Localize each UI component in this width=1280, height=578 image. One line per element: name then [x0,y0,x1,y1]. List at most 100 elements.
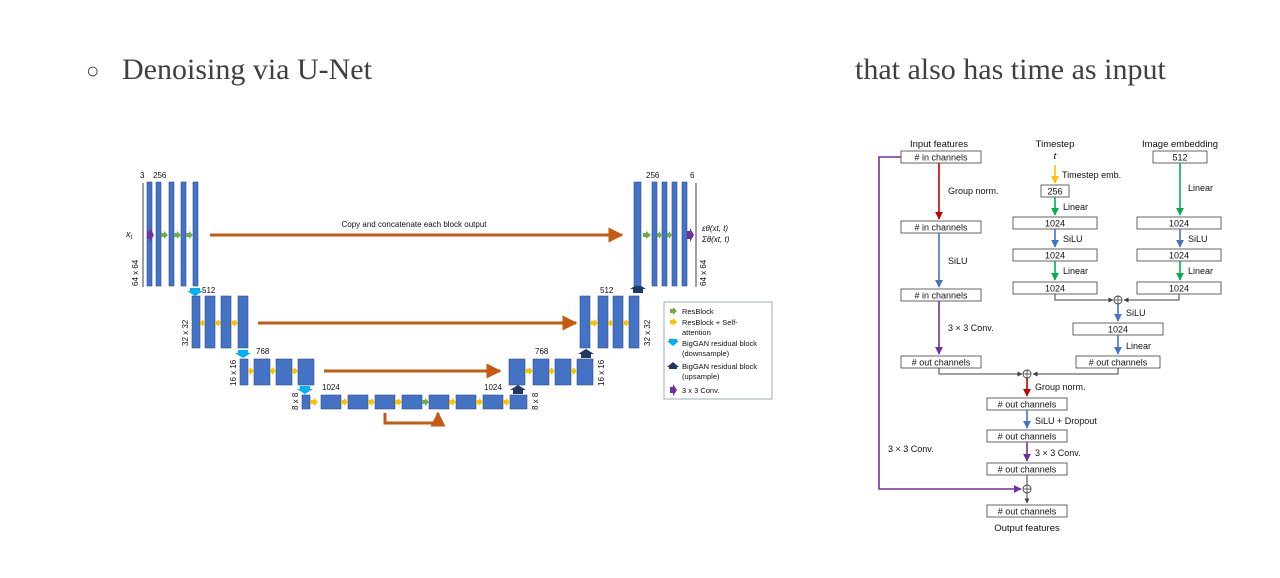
timestep-emb-label: Timestep emb. [1062,170,1121,180]
resblock-arrow-icon [667,231,672,239]
res-64-left-label: 64 x 64 [131,259,140,286]
bottleneck-block [401,394,423,410]
bottleneck-block [509,394,528,410]
encoder-block [237,295,249,349]
emb-1024-text: 1024 [1045,219,1065,229]
decoder-block [532,358,550,386]
upsample-legend-icon [667,362,679,369]
upsample-arrow-icon [630,284,646,293]
out-channels-text: # out channels [998,432,1057,442]
bottleneck-block [320,394,342,410]
resblock-arrow-icon [422,398,429,406]
attention-arrow-icon [248,367,254,375]
merge-connector [938,368,1023,377]
res-32-left-label: 32 x 32 [181,319,190,346]
merge-connector [1123,294,1180,303]
decoder-block [612,295,624,349]
resblock-arrow-icon [643,231,651,239]
attention-arrow-icon [525,367,533,375]
bottleneck-block [428,394,450,410]
attention-arrow-icon [310,398,318,406]
res-64-right-label: 64 x 64 [699,259,708,286]
ch-512-left-label: 512 [202,286,216,295]
linear-label: Linear [1063,266,1088,276]
upsample-arrow-icon [510,385,526,394]
emb-512-text: 512 [1172,153,1187,163]
decoder-block [579,295,591,349]
encoder-block [220,295,232,349]
res-16-left-label: 16 x 16 [229,359,238,386]
slide-subtitle: that also has time as input [855,53,1166,86]
attention-arrow-icon [200,319,205,327]
image-embedding-label: Image embedding [1142,139,1218,150]
conv-label: 3 × 3 Conv. [948,323,994,333]
bottleneck-block [455,394,477,410]
bullet-marker: ○ [86,58,100,83]
attention-legend-icon [670,318,677,326]
merge-connector [1054,294,1114,303]
bottleneck-block [301,394,311,410]
output-width-label: 256 [646,171,660,180]
out-channels-box [986,504,1068,518]
encoder-block [168,181,175,287]
encoder-block [275,358,293,386]
emb-1024-text: 1024 [1169,251,1189,261]
timestep-variable: t [1054,151,1057,162]
conv-arrow-icon [687,228,694,242]
emb-1024-box [1136,216,1222,230]
res-8-left-label: 8 x 8 [291,392,300,410]
bottleneck-arrow [383,411,446,427]
encoder-block [204,295,216,349]
linear-label: Linear [1126,341,1151,351]
input-symbol: xt [125,229,133,241]
legend-box [663,301,773,400]
resblock-arrow-icon [657,231,662,239]
decoder-block [628,295,640,349]
decoder-block [554,358,572,386]
linear-label: Linear [1188,266,1213,276]
input-features-label: Input features [910,139,968,150]
conv-legend-icon [670,384,677,396]
unet-diagram: Copy and concatenate each block output 3… [125,171,773,427]
skip-caption: Copy and concatenate each block output [342,220,488,229]
emb-1024-text: 1024 [1169,284,1189,294]
encoder-block [191,295,201,349]
downsample-legend-icon [667,339,679,346]
decoder-block [633,181,642,287]
out-channels-box [900,355,982,369]
downsample-arrow-icon [235,350,251,358]
group-norm-label: Group norm. [948,186,999,196]
attention-arrow-icon [476,398,483,406]
output-sigma-label: Σθ(xt, t) [701,235,730,244]
silu-label: SiLU [1126,308,1146,318]
ch-768-left-label: 768 [256,347,270,356]
silu-dropout-label: SiLU + Dropout [1035,416,1097,426]
attention-arrow-icon [292,367,298,375]
attention-arrow-icon [549,367,555,375]
conv-label: 3 × 3 Conv. [1035,448,1081,458]
resblock-arrow-icon [174,231,181,239]
emb-1024-text: 1024 [1169,219,1189,229]
linear-label: Linear [1063,202,1088,212]
upsample-arrow-icon [578,349,594,358]
downsample-arrow-icon [297,386,313,394]
attention-arrow-icon [623,319,629,327]
legend-upsample-label: BigGAN residual block(upsample) [682,362,757,381]
attention-arrow-icon [368,398,375,406]
attention-arrow-icon [608,319,613,327]
output-features-label: Output features [994,523,1060,534]
attention-arrow-icon [231,319,238,327]
ch-1024-right-label: 1024 [484,383,502,392]
resblock-diagram: Input features Timestep t Image embeddin… [878,139,1222,534]
attention-arrow-icon [341,398,348,406]
attention-arrow-icon [449,398,456,406]
silu-label: SiLU [948,256,968,266]
output-eps-label: εθ(xt, t) [702,224,728,233]
res-32-right-label: 32 x 32 [643,319,652,346]
decoder-block [681,181,688,287]
downsample-arrow-icon [187,288,203,296]
legend-downsample-label: BigGAN residual block(downsample) [682,339,757,358]
res-16-right-label: 16 x 16 [597,359,606,386]
out-channels-text: # out channels [998,400,1057,410]
